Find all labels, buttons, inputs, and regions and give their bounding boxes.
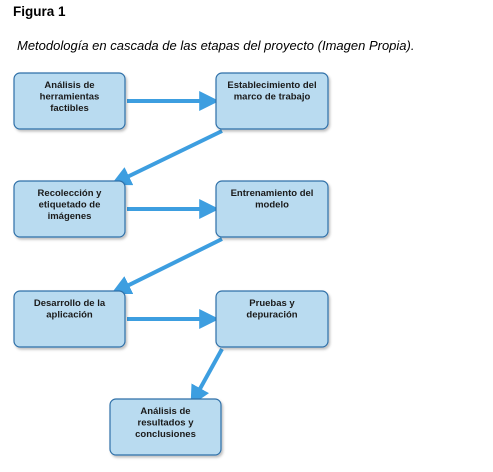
node-label-line: conclusiones — [135, 429, 196, 440]
node-box — [215, 180, 329, 238]
node-box — [215, 290, 329, 348]
node-box — [13, 180, 126, 238]
node-label-line: Análisis de — [140, 406, 190, 417]
node-label-line: aplicación — [46, 310, 93, 321]
node-label-line: Recolección y — [38, 188, 103, 199]
node-label-line: depuración — [246, 310, 297, 321]
node-box — [13, 290, 126, 348]
node-label-line: marco de trabajo — [234, 92, 311, 103]
node-label-line: herramientas — [40, 92, 100, 103]
node-label-line: imágenes — [48, 211, 92, 222]
node-label-line: Entrenamiento del — [231, 188, 314, 199]
node-label-line: Análisis de — [44, 80, 94, 91]
node-label-line: Desarrollo de la — [34, 298, 106, 309]
figure-caption: Metodología en cascada de las etapas del… — [17, 38, 415, 53]
node-label-line: resultados y — [138, 418, 195, 429]
arrow-pruebas-depuracion-to-analisis-resultados — [190, 348, 224, 406]
node-label-line: etiquetado de — [39, 200, 101, 211]
node-box — [13, 72, 126, 130]
arrow-entrenamiento-modelo-to-desarrollo-aplicacion — [110, 237, 223, 295]
arrow-establecimiento-marco-to-recoleccion-imagenes — [110, 129, 223, 186]
node-label-line: Pruebas y — [249, 298, 295, 309]
node-label-line: Establecimiento del — [227, 80, 316, 91]
figure-label: Figura 1 — [13, 4, 66, 19]
node-label-line: modelo — [255, 200, 289, 211]
node-box — [215, 72, 329, 130]
node-box — [109, 398, 222, 456]
node-label-line: factibles — [50, 103, 89, 114]
